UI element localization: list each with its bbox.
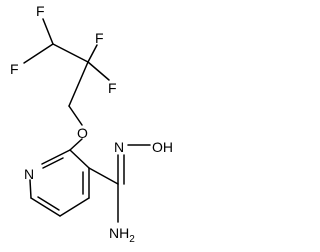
fluorine-label-top: F: [36, 3, 45, 19]
bond-ch2-o: [68, 105, 83, 126]
bond-c2-n1: [41, 149, 71, 165]
bond-n1-c6: [29, 179, 32, 199]
bond-c5-c4: [59, 197, 90, 217]
bond-o-c2: [69, 138, 83, 151]
bond-cf2-ch2: [68, 61, 89, 107]
molecule-structure-diagram: F F F F O N N OH NH2: [10, 3, 173, 245]
oxime-nitrogen-label: N: [114, 139, 124, 155]
bond-cf2h-f-top: [42, 18, 54, 45]
fluorine-label-left: F: [10, 61, 19, 77]
bond-c6-c5: [30, 197, 61, 217]
bond-c3-c2: [69, 149, 90, 169]
fluorine-label-right-upper: F: [95, 30, 104, 46]
bond-cf2-f-upper: [87, 44, 98, 63]
bond-cf2h-cf2: [52, 43, 89, 63]
bond-cf2h-f-left: [23, 43, 54, 64]
bond-layer: [23, 18, 151, 223]
bond-c2-n1-inner: [42, 157, 64, 169]
bond-c3-amidine-c: [88, 167, 119, 185]
bond-c6-c5-inner: [37, 196, 60, 211]
ether-oxygen-label: O: [77, 125, 88, 141]
amine-label-text: NH: [109, 225, 129, 241]
pyridine-nitrogen-label: N: [24, 166, 34, 182]
hydroxyl-label: OH: [152, 139, 173, 155]
amine-label: NH2: [109, 225, 135, 245]
amine-label-subscript: 2: [129, 234, 135, 245]
atom-label-layer: F F F F O N N OH NH2: [10, 3, 173, 245]
bond-cf2-f-lower: [87, 61, 110, 81]
fluorine-label-right-lower: F: [108, 80, 117, 96]
